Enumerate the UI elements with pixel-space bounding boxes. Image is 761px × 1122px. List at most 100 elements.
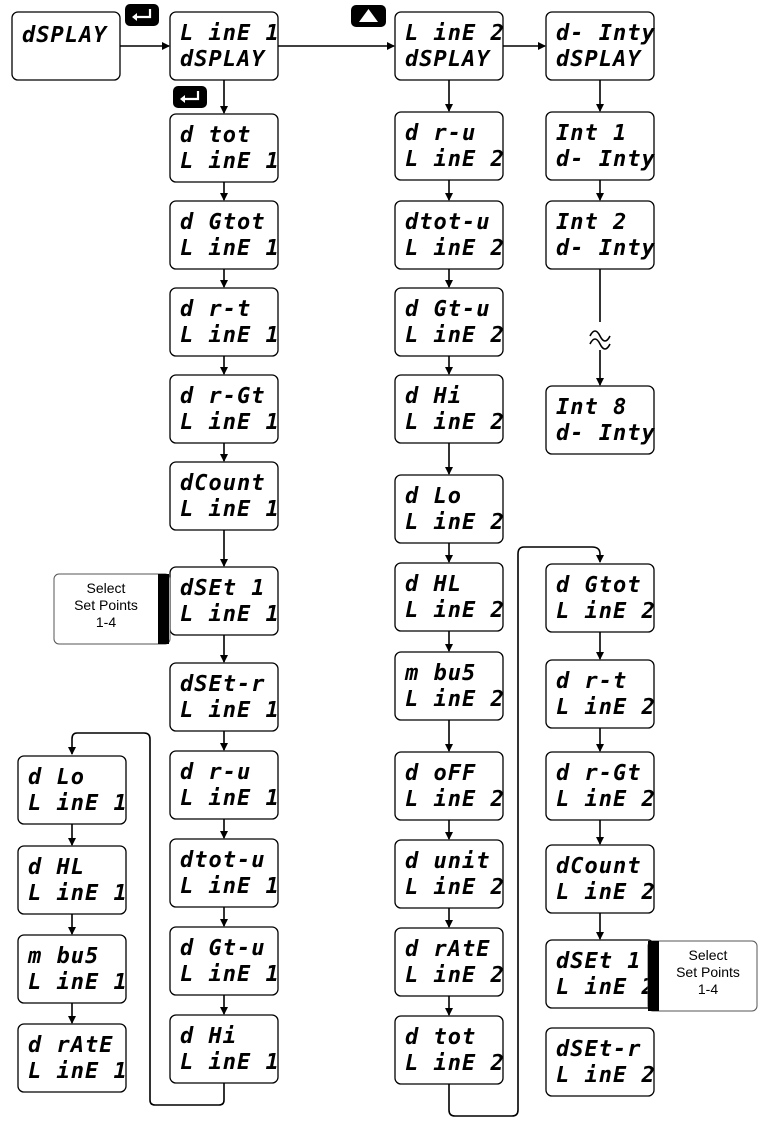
menu-box-frame xyxy=(394,474,504,544)
loop-connector-right xyxy=(448,546,604,1117)
menu-box-line: L inE 2 xyxy=(405,323,505,348)
menu-box-frame xyxy=(169,200,279,270)
menu-box-line: dSEt-r xyxy=(180,672,265,697)
menu-box-frame xyxy=(394,111,504,181)
menu-box-line: L inE 1 xyxy=(180,323,280,348)
menu-box-c3-int1: Int 1d- Inty xyxy=(545,111,656,181)
menu-box-line: dSEt-r xyxy=(556,1037,641,1062)
menu-box-frame xyxy=(394,839,504,909)
note-line: Select xyxy=(87,580,126,596)
menu-box-line: L inE 2 xyxy=(556,787,656,812)
keys xyxy=(125,4,386,108)
menu-box-line: d- Inty xyxy=(556,147,656,172)
menu-box-frame xyxy=(545,563,655,633)
menu-box-frame xyxy=(545,1027,655,1097)
menu-box-c1-dgtu: d Gt-uL inE 1 xyxy=(169,926,280,996)
menu-box-line: L inE 1 xyxy=(28,1059,128,1084)
menu-box-line: L inE 1 xyxy=(180,602,280,627)
menu-box-line: L inE 2 xyxy=(556,599,656,624)
menu-box-frame xyxy=(394,287,504,357)
menu-box-line: d r-Gt xyxy=(556,761,641,786)
menu-box-c3-dsetr: dSEt-rL inE 2 xyxy=(545,1027,656,1097)
menu-box-line: Int 1 xyxy=(556,121,627,146)
menu-box-line: dSEt 1 xyxy=(180,576,265,601)
enter-arrow-head xyxy=(180,95,185,103)
menu-box-frame xyxy=(17,755,127,825)
key-enter-top xyxy=(125,4,159,26)
menu-box-line: d r-u xyxy=(180,760,251,785)
menu-box-line: d tot xyxy=(180,123,251,148)
menu-box-line: d- Inty xyxy=(556,421,656,446)
menu-box-line: Int 8 xyxy=(556,395,627,420)
menu-box-line: d rAtE xyxy=(405,937,490,962)
menu-box-frame xyxy=(169,1014,279,1084)
menu-box-c2-dhl: d HLL inE 2 xyxy=(394,562,504,632)
menu-box-frame xyxy=(394,11,504,81)
key-enter-mid xyxy=(173,86,207,108)
enter-arrow-head xyxy=(132,13,137,21)
menu-box-line: d unit xyxy=(405,849,490,874)
connector-lines xyxy=(68,42,611,1117)
menu-box-line: L inE 2 xyxy=(405,147,505,172)
menu-box-line: dSPLAY xyxy=(405,47,491,72)
menu-box-line: L inE 2 xyxy=(556,1063,656,1088)
menu-box-frame xyxy=(169,287,279,357)
menu-box-line: L inE 2 xyxy=(405,963,505,988)
menu-box-frame xyxy=(17,1023,127,1093)
loop-connector-left xyxy=(68,732,225,1106)
menu-box-line: L inE 2 xyxy=(405,410,505,435)
menu-box-line: L inE 1 xyxy=(180,698,280,723)
menu-box-c1-dsetr: dSEt-rL inE 1 xyxy=(169,662,280,732)
menu-box-line: L inE 2 xyxy=(405,875,505,900)
menu-box-frame xyxy=(394,1015,504,1085)
enter-arrow-glyph xyxy=(183,91,200,101)
break-symbol xyxy=(589,338,611,350)
menu-box-line: d Lo xyxy=(405,484,462,509)
menu-box-c2-dhi: d HiL inE 2 xyxy=(394,374,505,444)
note-line: Set Points xyxy=(676,964,740,980)
note-frame xyxy=(53,573,171,645)
menu-box-line: dCount xyxy=(556,854,641,879)
menu-box-line: d r-t xyxy=(556,669,627,694)
note-line: 1-4 xyxy=(96,614,116,630)
menu-box-frame xyxy=(169,750,279,820)
menu-box-frame xyxy=(169,374,279,444)
menu-box-line: m bu5 xyxy=(27,944,99,969)
menu-box-c3-dset1: dSEt 1L inE 2 xyxy=(545,939,655,1009)
menu-box-frame xyxy=(11,11,121,81)
menu-box-frame xyxy=(545,751,655,821)
menu-box-frame xyxy=(169,113,279,183)
menu-box-frame xyxy=(394,751,504,821)
menu-box-line: L inE 1 xyxy=(180,149,280,174)
menu-box-line: d Gtot xyxy=(556,573,641,598)
key-up xyxy=(351,5,386,27)
menu-box-line: L inE 1 xyxy=(180,497,280,522)
menu-box-line: dSPLAY xyxy=(22,23,108,48)
enter-key-icon xyxy=(173,86,207,108)
menu-box-line: m bu5 xyxy=(404,661,476,686)
menu-box-frame xyxy=(545,11,655,81)
menu-box-line: dSPLAY xyxy=(180,47,266,72)
note-line: Set Points xyxy=(74,597,138,613)
menu-box-c2-dtotu: dtot-uL inE 2 xyxy=(394,200,504,270)
menu-box-line: d- Inty xyxy=(556,236,656,261)
menu-box-line: L inE 1 xyxy=(180,21,280,46)
menu-box-line: L inE 1 xyxy=(180,962,280,987)
menu-box-frame xyxy=(169,11,279,81)
menu-box-line: L inE 1 xyxy=(28,970,128,995)
menu-box-frame xyxy=(169,838,279,908)
